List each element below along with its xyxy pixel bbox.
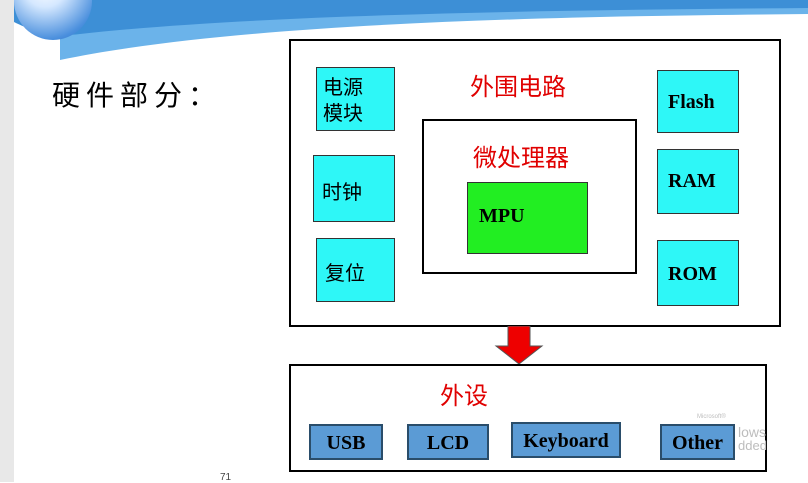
ram-module: RAM	[657, 149, 739, 214]
mpu-label: MPU	[479, 205, 525, 227]
flash-module: Flash	[657, 70, 739, 133]
power-module-label: 电源 模块	[323, 75, 363, 125]
page-number: 71	[220, 472, 232, 483]
watermark-line2: dded	[738, 438, 767, 453]
mpu-block: MPU	[467, 182, 588, 254]
rom-module-label: ROM	[668, 263, 717, 285]
keyboard-device-label: Keyboard	[523, 430, 609, 452]
left-band	[0, 0, 14, 482]
watermark-line1: lows	[738, 424, 767, 440]
slide-header-wave	[14, 0, 808, 60]
ram-module-label: RAM	[668, 170, 716, 192]
down-arrow-icon	[494, 326, 544, 365]
peripherals-title: 外设	[440, 382, 488, 410]
watermark-small: Microsoft®	[697, 414, 726, 420]
usb-device-label: USB	[326, 432, 366, 454]
rom-module: ROM	[657, 240, 739, 306]
other-device-label: Other	[671, 432, 724, 454]
power-module: 电源 模块	[316, 67, 395, 131]
peripheral-circuit-title: 外围电路	[470, 73, 566, 101]
flash-module-label: Flash	[668, 91, 715, 113]
clock-module: 时钟	[313, 155, 395, 222]
other-device: Other	[660, 424, 735, 460]
microprocessor-title: 微处理器	[473, 144, 569, 172]
reset-module: 复位	[316, 238, 395, 302]
lcd-device: LCD	[407, 424, 489, 460]
usb-device: USB	[309, 424, 383, 460]
lcd-device-label: LCD	[426, 432, 470, 454]
page-title: 硬件部分：	[52, 79, 223, 112]
keyboard-device: Keyboard	[511, 422, 621, 458]
clock-module-label: 时钟	[322, 180, 362, 204]
reset-module-label: 复位	[325, 261, 365, 285]
